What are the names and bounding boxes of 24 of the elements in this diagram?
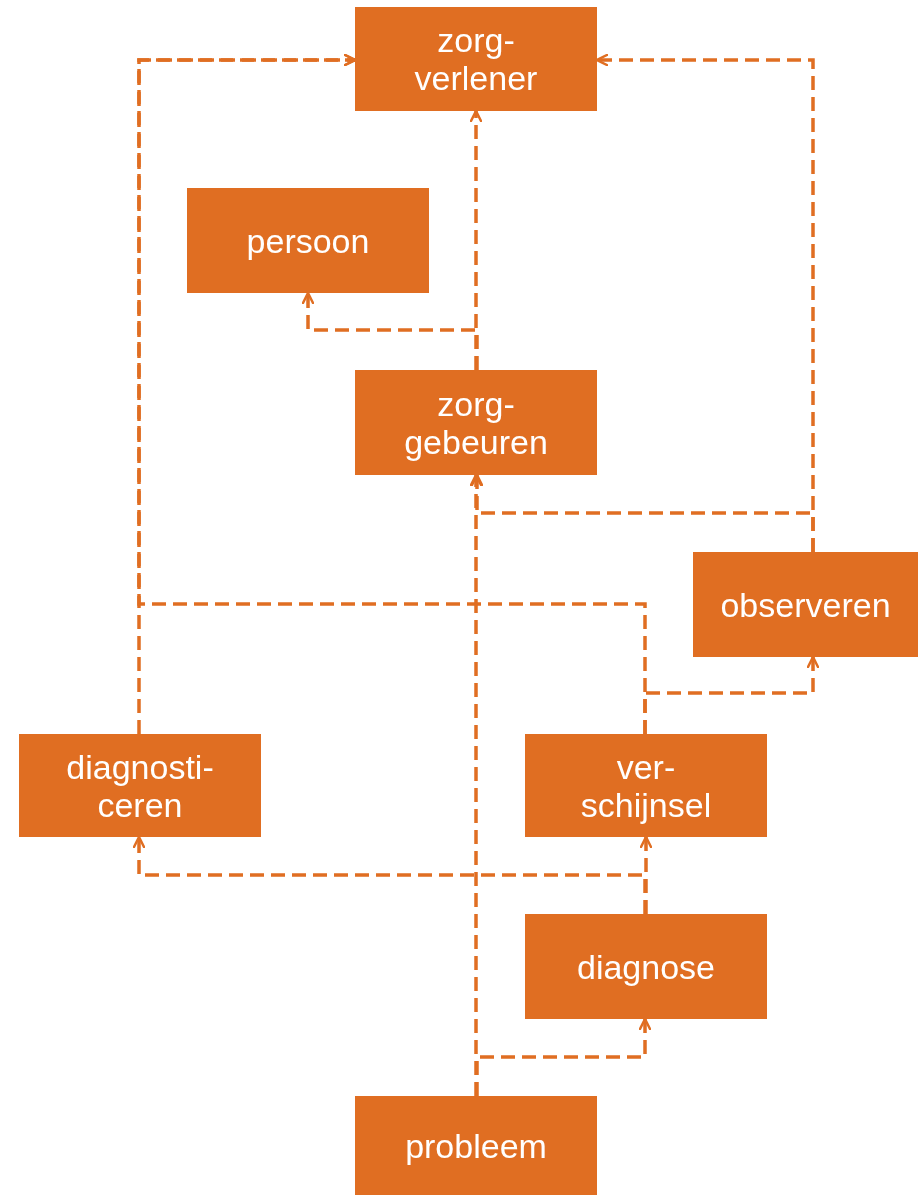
dashed-arrow (470, 473, 815, 552)
dashed-arrow (469, 473, 483, 1096)
dashed-arrow (469, 109, 483, 370)
node-label: ver- schijnsel (580, 747, 712, 824)
dashed-arrow (301, 291, 479, 370)
dashed-arrow (132, 835, 647, 914)
process-box (187, 188, 429, 293)
process-box (355, 7, 597, 111)
process-box (693, 552, 918, 657)
node-label: probleem (405, 1126, 547, 1165)
process-box (19, 734, 261, 837)
process-box (355, 370, 597, 475)
process-box (355, 1096, 597, 1195)
process-box (525, 914, 767, 1019)
node-label: zorg- verlener (414, 21, 538, 97)
dashed-arrow (643, 655, 820, 734)
dashed-arrow (639, 835, 653, 914)
node-label: zorg- gebeuren (404, 384, 548, 461)
process-box (525, 734, 767, 837)
dashed-arrow (475, 1017, 652, 1096)
node-label: diagnosti- ceren (66, 747, 214, 824)
node-label: persoon (246, 221, 370, 260)
node-label: diagnose (577, 947, 715, 986)
node-label: observeren (720, 585, 891, 624)
